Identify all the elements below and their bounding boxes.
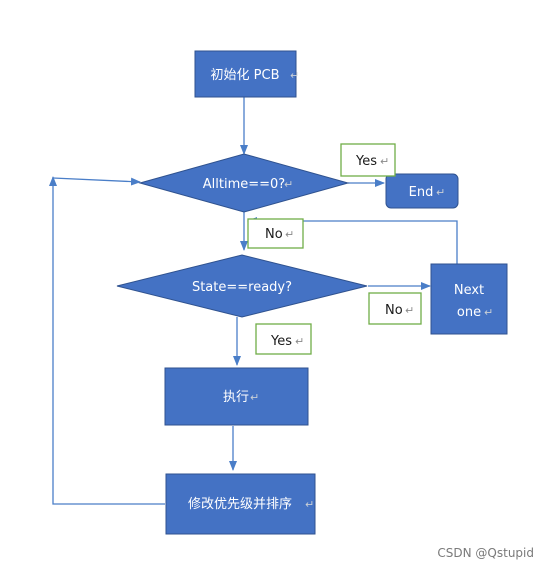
arrow-reorder-loop-back <box>49 176 165 505</box>
next-one-node: Next one ↵ <box>430 263 508 335</box>
return-mark: ↵ <box>380 155 389 168</box>
arrow-loop-into-alltime <box>52 177 141 186</box>
reorder-node: 修改优先级并排序 ↵ <box>165 473 316 535</box>
state-decision-label: State==ready? <box>192 280 292 295</box>
return-mark: ↵ <box>405 304 414 317</box>
no-alltime-text: No <box>265 227 283 242</box>
return-mark: ↵ <box>290 69 299 82</box>
init-pcb-label: 初始化 PCB <box>211 68 280 83</box>
return-mark: ↵ <box>250 391 259 404</box>
end-label: End <box>409 185 434 200</box>
return-mark: ↵ <box>284 178 293 191</box>
arrow-next-loop-back <box>247 217 458 264</box>
yes-label-state: Yes ↵ <box>255 323 312 355</box>
watermark: CSDN @Qstupid <box>437 546 534 560</box>
yes-state-text: Yes <box>270 334 292 349</box>
return-mark: ↵ <box>285 228 294 241</box>
no-state-text: No <box>385 303 403 318</box>
return-mark: ↵ <box>484 306 493 319</box>
return-mark: ↵ <box>436 186 445 199</box>
return-mark: ↵ <box>305 498 314 511</box>
next-label-line2: one <box>457 305 481 320</box>
no-label-state: No ↵ <box>368 292 422 325</box>
execute-label: 执行 <box>223 390 249 405</box>
state-decision-node: State==ready? <box>116 254 368 318</box>
return-mark: ↵ <box>295 335 304 348</box>
init-pcb-node: 初始化 PCB ↵ <box>194 50 299 98</box>
end-node: End ↵ <box>385 173 459 209</box>
no-label-alltime: No ↵ <box>247 218 304 249</box>
yes-label-end: Yes ↵ <box>340 143 396 177</box>
execute-node: 执行 ↵ <box>164 367 309 426</box>
yes-end-text: Yes <box>355 154 377 169</box>
reorder-label: 修改优先级并排序 <box>188 497 292 512</box>
alltime-decision-label: Alltime==0? <box>203 177 285 192</box>
next-label-line1: Next <box>454 283 484 298</box>
alltime-decision-node: Alltime==0? ↵ <box>138 153 350 213</box>
